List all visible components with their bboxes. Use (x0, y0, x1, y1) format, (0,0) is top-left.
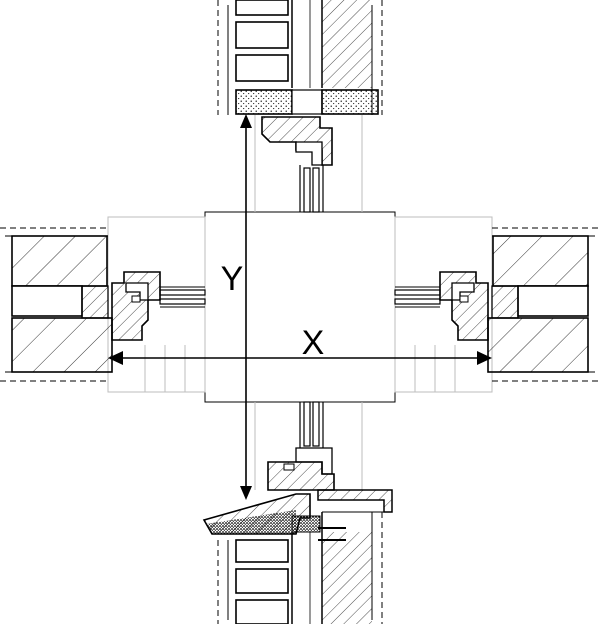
right-jamb-section (394, 227, 600, 382)
dimension-y (240, 114, 252, 500)
sill-section (202, 401, 393, 624)
y-dimension-label: Y (221, 260, 244, 298)
window-opening (204, 211, 396, 403)
dimension-x (108, 351, 492, 365)
x-dimension-label: X (302, 324, 325, 362)
head-section (217, 0, 383, 213)
left-jamb-section (0, 227, 206, 382)
